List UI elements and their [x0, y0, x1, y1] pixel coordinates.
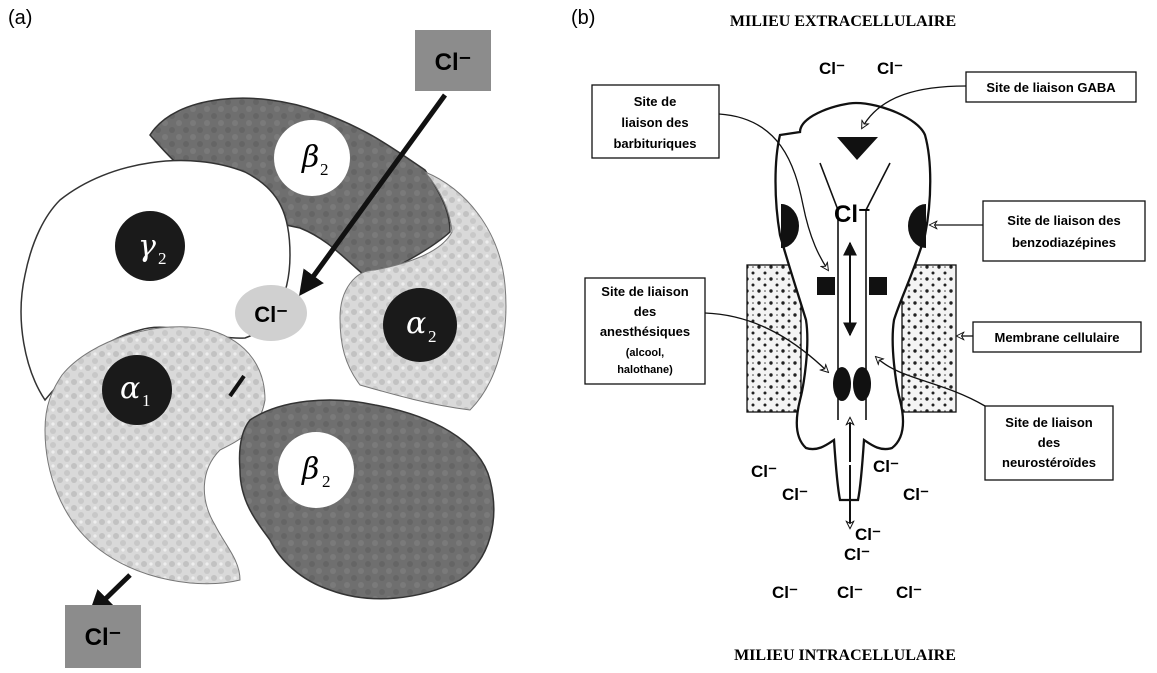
membrane-left [747, 265, 801, 412]
neuro-line-2: des [1038, 435, 1060, 450]
label-barbituriques: Site de liaison des barbituriques [592, 85, 719, 158]
intra-ion-9: Cl⁻ [896, 583, 922, 602]
beta-bottom-subscript: 2 [322, 472, 331, 491]
alpha1-symbol: α [120, 371, 140, 406]
alpha2-symbol: α [406, 306, 426, 341]
bottom-title: MILIEU INTRACELLULAIRE [734, 647, 956, 664]
membrane-line-1: Membrane cellulaire [995, 330, 1120, 345]
label-neurosteroides: Site de liaison des neurostéroïdes [985, 406, 1113, 480]
label-membrane: Membrane cellulaire [973, 322, 1141, 352]
label-benzodiazepines: Site de liaison des benzodiazépines [983, 201, 1145, 261]
ion-center: Cl⁻ [235, 285, 307, 341]
subunit-alpha1: α 1 [45, 327, 265, 584]
beta-top-symbol: β [301, 140, 319, 175]
panel-b-label: (b) [571, 7, 595, 29]
anesthetic-site-right [853, 367, 871, 401]
barbiturate-site-left [817, 277, 835, 295]
gamma-symbol: γ [138, 229, 156, 264]
anesth-line-1: Site de liaison [601, 284, 688, 299]
intra-ion-4: Cl⁻ [903, 485, 929, 504]
beta-bottom-symbol: β [301, 452, 319, 487]
membrane-right [902, 265, 956, 412]
gamma-subscript: 2 [158, 249, 167, 268]
barbituriques-line-2: liaison des [621, 115, 688, 130]
intra-ion-5: Cl⁻ [855, 525, 881, 544]
panel-a-label: (a) [8, 7, 32, 29]
ion-in-label: Cl⁻ [435, 49, 472, 76]
anesth-line-2: des [634, 304, 656, 319]
intra-ion-8: Cl⁻ [837, 583, 863, 602]
intra-ion-6: Cl⁻ [844, 545, 870, 564]
anesth-line-3: anesthésiques [600, 324, 690, 339]
intra-ion-3: Cl⁻ [873, 457, 899, 476]
ion-in-box: Cl⁻ [415, 30, 491, 91]
ion-out-box: Cl⁻ [65, 605, 141, 668]
neuro-line-1: Site de liaison [1005, 415, 1092, 430]
neuro-line-3: neurostéroïdes [1002, 455, 1096, 470]
subunit-beta-bottom: β 2 [239, 400, 493, 599]
anesth-note-2: halothane) [617, 364, 673, 376]
barbiturate-site-right [869, 277, 887, 295]
intra-ion-1: Cl⁻ [751, 462, 777, 481]
anesthetic-site-left [833, 367, 851, 401]
barbituriques-line-1: Site de [634, 94, 677, 109]
alpha1-subscript: 1 [142, 391, 151, 410]
label-gaba: Site de liaison GABA [966, 72, 1136, 102]
alpha2-subscript: 2 [428, 327, 437, 346]
barbituriques-line-3: barbituriques [613, 136, 696, 151]
label-anesthesiques: Site de liaison des anesthésiques (alcoo… [585, 278, 705, 384]
ion-center-label: Cl⁻ [254, 302, 288, 327]
intra-ion-2: Cl⁻ [782, 485, 808, 504]
benzo-line-1: Site de liaison des [1007, 213, 1120, 228]
extra-ion-1: Cl⁻ [819, 59, 845, 78]
beta-top-subscript: 2 [320, 160, 329, 179]
channel-ion: Cl⁻ [834, 201, 871, 228]
gaba-line-1: Site de liaison GABA [986, 80, 1116, 95]
top-title: MILIEU EXTRACELLULAIRE [730, 13, 956, 30]
anesth-note-1: (alcool, [626, 347, 665, 359]
intra-ion-7: Cl⁻ [772, 583, 798, 602]
benzo-line-2: benzodiazépines [1012, 235, 1116, 250]
extra-ion-2: Cl⁻ [877, 59, 903, 78]
ion-out-label: Cl⁻ [85, 624, 122, 651]
